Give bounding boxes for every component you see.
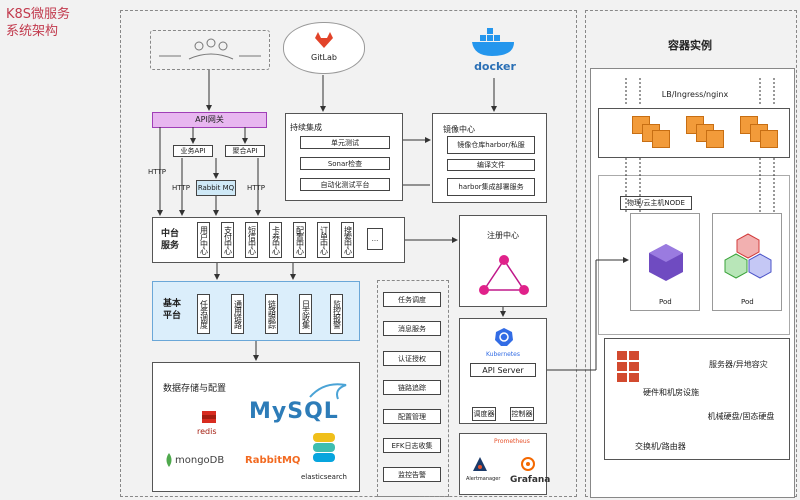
ops-item-2: 消息服务 (383, 321, 441, 336)
service-4: 卡券中心 (269, 222, 282, 258)
ops-item-6: EFK日志收集 (383, 438, 441, 453)
storage-title: 数据存储与配置 (163, 384, 227, 394)
container-title: 容器实例 (668, 39, 712, 52)
server-icon (617, 351, 639, 382)
redis-icon (202, 411, 216, 423)
pod-icon-1 (649, 244, 683, 281)
docker-label: docker (474, 60, 516, 73)
ops-item-3: 认证授权 (383, 351, 441, 366)
service-7: 搜索中心 (341, 222, 354, 258)
infra-item-2: 硬件和机房设施 (643, 388, 699, 397)
clients-box (150, 30, 270, 70)
elasticsearch-logo: elasticsearch (301, 473, 347, 481)
http-label-2: HTTP (172, 184, 190, 192)
ci-item-3: 自动化测试平台 (300, 178, 390, 191)
monitor-box: Prometheus Alertmanager Grafana (459, 433, 551, 495)
registry-title: 镜像中心 (443, 125, 475, 134)
registry-item-1: 镜像仓库harbor/私服 (447, 136, 535, 154)
ci-title: 持续集成 (290, 123, 322, 132)
rabbit-mq: Rabbit MQ (196, 180, 236, 196)
pod-box-2: Pod (712, 213, 782, 311)
grafana-label: Grafana (510, 475, 551, 485)
pod-label-2: Pod (741, 298, 754, 306)
business-api: 业务API (173, 145, 213, 157)
api-gateway: API网关 (152, 112, 267, 128)
elasticsearch-icon (313, 433, 335, 462)
lb-cube-9 (760, 130, 778, 148)
registry-item-3: harbor集成部署服务 (447, 178, 535, 196)
k8s-box: Kubernetes API Server 调度器 控制器 (459, 318, 547, 424)
infra-item-3: 机械硬盘/固态硬盘 (707, 412, 775, 421)
ops-item-7: 监控告警 (383, 467, 441, 482)
service-3: 短信中心 (245, 222, 258, 258)
infra-box: 服务器/异地容灾 硬件和机房设施 机械硬盘/固态硬盘 交换机/路由器 (604, 338, 790, 460)
service-5: 配置中心 (293, 222, 306, 258)
base-item-3: 链路跟踪 (265, 294, 278, 334)
base-platform-box: 基本平台 任务调度 通用链路 链路跟踪 日志收集 监控报警 (152, 281, 360, 341)
mysql-dolphin-icon (309, 383, 347, 400)
docker-icon (472, 28, 514, 56)
lb-cube-6 (706, 130, 724, 148)
http-label-1: HTTP (148, 168, 166, 176)
base-item-5: 监控报警 (330, 294, 343, 334)
pod-label-1: Pod (659, 298, 672, 306)
node-label: 物理/云主机NODE (620, 196, 692, 210)
ops-item-5: 配置管理 (383, 409, 441, 424)
gitlab-label: GitLab (311, 53, 337, 62)
kubernetes-icon (495, 328, 513, 346)
gitlab-node: GitLab (283, 22, 365, 74)
pod-box-1: Pod (630, 213, 700, 311)
kubernetes-label: Kubernetes (486, 351, 520, 358)
page-title-line-1: K8S微服务 (6, 7, 71, 22)
page-title: K8S微服务 系统架构 (6, 6, 70, 40)
docker-node: docker (468, 28, 522, 76)
registry-center-title: 注册中心 (487, 231, 519, 240)
redis-logo: redis (197, 427, 217, 436)
http-label-3: HTTP (247, 184, 265, 192)
k8s-controller: 控制器 (510, 407, 534, 421)
service-6: 订单中心 (317, 222, 330, 258)
base-item-4: 日志收集 (299, 294, 312, 334)
gitlab-icon (315, 32, 333, 48)
ci-item-1: 单元测试 (300, 136, 390, 149)
grafana-icon (521, 457, 535, 471)
middle-title: 中台服务 (161, 229, 180, 251)
infra-item-4: 交换机/路由器 (635, 442, 686, 451)
registry-box: 镜像中心 镜像仓库harbor/私服 编译文件 harbor集成部署服务 (432, 113, 547, 203)
mongodb-leaf-icon (166, 453, 172, 467)
registry-graph-icon (479, 255, 529, 295)
prometheus-label: Prometheus (494, 438, 530, 445)
base-item-2: 通用链路 (231, 294, 244, 334)
users-icon (159, 38, 261, 60)
lb-label: LB/Ingress/nginx (661, 90, 729, 99)
lb-cube-3 (652, 130, 670, 148)
registry-item-2: 编译文件 (447, 159, 535, 171)
base-item-1: 任务调度 (197, 294, 210, 334)
storage-box: 数据存储与配置 MySQL redis mongoDB RabbitMQ ela… (152, 362, 360, 492)
k8s-scheduler: 调度器 (472, 407, 496, 421)
page-title-line-2: 系统架构 (6, 24, 59, 39)
rabbitmq-logo: RabbitMQ (245, 455, 301, 466)
alertmanager-label: Alertmanager (466, 476, 501, 482)
ci-box: 持续集成 单元测试 Sonar检查 自动化测试平台 (285, 113, 403, 201)
main-region (120, 10, 577, 497)
alertmanager-icon (473, 457, 487, 471)
api-server: API Server (470, 363, 536, 377)
ops-list-box: 任务调度 消息服务 认证授权 链路追踪 配置管理 EFK日志收集 监控告警 (377, 280, 449, 497)
ops-item-4: 链路追踪 (383, 380, 441, 395)
infra-item-1: 服务器/异地容灾 (709, 360, 768, 369)
aggregate-api: 聚合API (225, 145, 265, 157)
middle-services-box: 中台服务 用户中心 支付中心 短信中心 卡券中心 配置中心 订单中心 搜索中心 … (152, 217, 405, 263)
service-2: 支付中心 (221, 222, 234, 258)
mysql-logo: MySQL (249, 399, 339, 424)
base-title: 基本平台 (163, 299, 182, 321)
service-more: ... (367, 228, 383, 250)
mongodb-logo: mongoDB (175, 455, 225, 466)
pod-icon-2 (724, 233, 772, 279)
ci-item-2: Sonar检查 (300, 157, 390, 170)
registry-center-box: 注册中心 (459, 215, 547, 307)
ops-item-1: 任务调度 (383, 292, 441, 307)
service-1: 用户中心 (197, 222, 210, 258)
